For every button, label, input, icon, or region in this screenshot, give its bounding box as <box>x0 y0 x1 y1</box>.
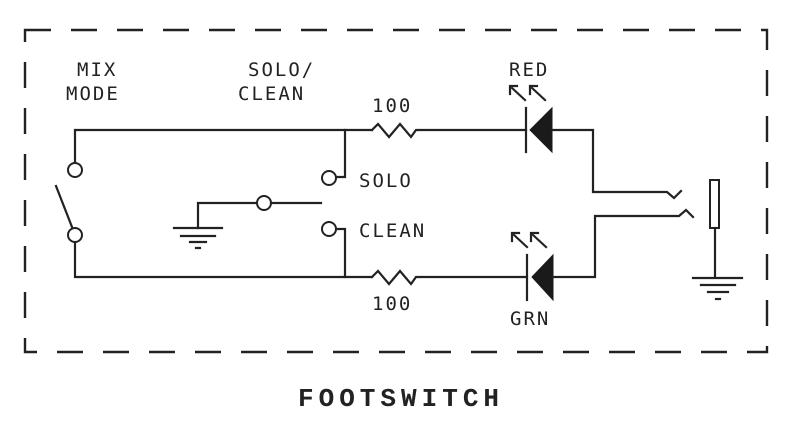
resistor-bottom <box>370 269 529 286</box>
enclosure-border <box>23 28 769 354</box>
resistor-top <box>370 122 528 139</box>
mix-mode-label-line1: MIX <box>77 59 117 81</box>
ground-icon <box>172 226 224 250</box>
solo-clean-switch-common <box>256 195 272 211</box>
mix-switch-contact-bottom <box>67 227 83 243</box>
led-red-label: RED <box>509 59 549 81</box>
solo-clean-switch <box>196 170 337 237</box>
clean-contact <box>321 221 337 237</box>
top-wire <box>73 128 374 179</box>
jack-plug <box>709 179 720 279</box>
light-emission-arrows-icon <box>508 84 547 102</box>
light-emission-arrows-icon <box>510 231 548 249</box>
led-green <box>510 208 695 302</box>
ground-icon <box>691 276 744 301</box>
solo-clean-label-line1: SOLO/ <box>248 59 315 81</box>
mix-mode-label-line2: MODE <box>66 83 120 105</box>
mix-switch-contact-top <box>67 162 83 178</box>
led-green-label: GRN <box>510 308 550 330</box>
resistor-top-value: 100 <box>372 95 412 117</box>
bottom-wire <box>73 227 374 279</box>
clean-label: CLEAN <box>359 220 426 242</box>
led-red <box>508 84 683 200</box>
solo-contact <box>321 170 337 186</box>
resistor-bottom-value: 100 <box>372 293 412 315</box>
mix-mode-switch <box>54 162 83 243</box>
solo-label: SOLO <box>359 170 413 192</box>
solo-clean-label-line2: CLEAN <box>238 83 305 105</box>
diagram-title: FOOTSWITCH <box>298 384 504 414</box>
